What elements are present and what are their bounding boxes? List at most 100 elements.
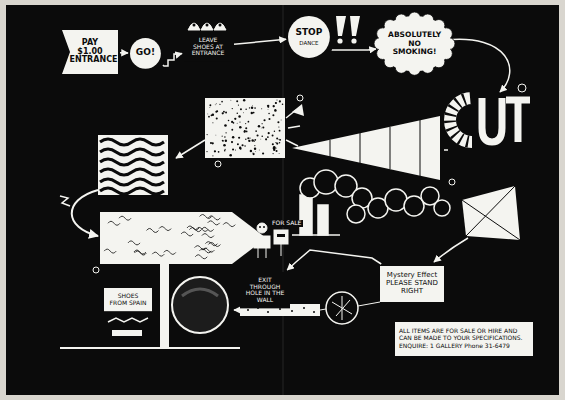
drawn-circle bbox=[225, 132, 226, 133]
text-ground bbox=[240, 272, 290, 308]
node-subtext: DANCE bbox=[299, 40, 318, 46]
drawn-circle bbox=[260, 138, 262, 140]
drawn-path bbox=[202, 227, 214, 231]
drawn-circle bbox=[268, 132, 270, 134]
drawn-circle bbox=[243, 99, 245, 101]
drawn-circle bbox=[206, 24, 209, 27]
drawn-circle bbox=[245, 123, 246, 124]
drawn-circle bbox=[275, 102, 276, 103]
drawn-path bbox=[60, 196, 70, 206]
node-text: ABSOLUTELY NO SMOKING! bbox=[388, 31, 441, 56]
drawn-g bbox=[462, 186, 520, 240]
mystery-effect-box: Mystery Effect PLEASE STAND RIGHT bbox=[380, 266, 444, 302]
go-circle: GO! bbox=[130, 38, 161, 69]
box-shape bbox=[395, 322, 533, 356]
drawn-circle bbox=[276, 142, 278, 144]
drawn-circle bbox=[247, 137, 249, 139]
drawn-circle bbox=[215, 134, 217, 136]
cloud-shape bbox=[374, 12, 455, 75]
drawn-g bbox=[330, 120, 420, 176]
drawn-circle bbox=[233, 122, 235, 124]
drawn-circle bbox=[262, 126, 264, 128]
drawn-path bbox=[147, 228, 159, 232]
drawn-circle bbox=[257, 223, 267, 233]
box-shape bbox=[104, 288, 152, 311]
drawn-circle bbox=[279, 100, 281, 102]
drawn-path bbox=[100, 149, 164, 155]
drawn-g bbox=[206, 99, 283, 157]
drawn-circle bbox=[245, 127, 247, 129]
drawn-circle bbox=[232, 136, 234, 138]
drawn-circle bbox=[518, 84, 526, 92]
flow-arrow bbox=[332, 49, 376, 50]
drawn-circle bbox=[224, 124, 227, 127]
drawn-circle bbox=[267, 311, 269, 313]
drawn-path bbox=[201, 23, 213, 30]
drawn-circle bbox=[215, 111, 217, 113]
drawn-line bbox=[330, 140, 331, 157]
drawn-circle bbox=[261, 108, 262, 109]
drawn-g bbox=[100, 139, 164, 194]
drawn-circle bbox=[262, 123, 263, 124]
drawn-circle bbox=[434, 200, 450, 216]
drawn-circle bbox=[234, 118, 236, 120]
drawn-circle bbox=[219, 104, 220, 105]
drawn-circle bbox=[218, 151, 220, 153]
drawn-circle bbox=[244, 131, 246, 133]
drawn-path bbox=[181, 232, 193, 236]
drawn-circle bbox=[351, 38, 356, 43]
drawn-circle bbox=[273, 146, 276, 149]
drawn-circle bbox=[214, 104, 216, 106]
drawn-circle bbox=[239, 122, 240, 123]
circle-shape bbox=[288, 16, 330, 58]
drawn-path bbox=[336, 16, 346, 36]
drawn-circle bbox=[246, 131, 248, 133]
drawn-circle bbox=[224, 149, 225, 150]
drawn-circle bbox=[208, 116, 210, 118]
drawn-line bbox=[258, 248, 259, 258]
box-shape bbox=[380, 266, 444, 302]
drawn-circle bbox=[216, 110, 218, 112]
node-text: PAY $1.00 ENTRANCE bbox=[70, 39, 111, 65]
drawn-circle bbox=[303, 307, 305, 309]
drawn-circle bbox=[93, 267, 99, 273]
drawn-polygon bbox=[292, 104, 304, 116]
drawn-path bbox=[176, 140, 205, 158]
drawn-g bbox=[188, 23, 226, 30]
drawn-circle bbox=[249, 137, 250, 138]
drawn-path bbox=[506, 100, 530, 142]
drawn-g bbox=[292, 170, 450, 235]
drawn-circle bbox=[223, 144, 226, 147]
drawn-circle bbox=[251, 112, 253, 114]
drawn-circle bbox=[254, 148, 256, 150]
drawn-g bbox=[286, 110, 448, 150]
drawn-path bbox=[128, 241, 140, 245]
drawn-rect bbox=[277, 234, 285, 237]
drawn-circle bbox=[239, 126, 242, 129]
drawn-circle bbox=[291, 310, 293, 312]
drawn-path bbox=[200, 214, 212, 218]
drawn-path bbox=[100, 188, 164, 194]
drawn-path bbox=[482, 98, 502, 142]
drawn-circle bbox=[193, 24, 196, 27]
drawn-line bbox=[266, 248, 267, 258]
drawn-circle bbox=[273, 147, 276, 150]
drawn-line bbox=[360, 133, 361, 163]
drawn-g bbox=[320, 296, 380, 320]
drawn-path bbox=[108, 318, 148, 322]
drawn-circle bbox=[258, 125, 260, 127]
drawn-circle bbox=[207, 113, 209, 115]
drawn-circle bbox=[248, 140, 250, 142]
drawn-circle bbox=[254, 139, 256, 141]
drawn-circle bbox=[276, 150, 278, 152]
drawn-path bbox=[164, 250, 176, 254]
drawn-path bbox=[119, 216, 131, 220]
drawn-circle bbox=[279, 130, 281, 132]
drawn-circle bbox=[279, 142, 281, 144]
drawn-circle bbox=[276, 138, 278, 140]
drawn-line bbox=[320, 309, 326, 310]
drawn-path bbox=[202, 248, 214, 252]
drawn-line bbox=[466, 186, 515, 236]
